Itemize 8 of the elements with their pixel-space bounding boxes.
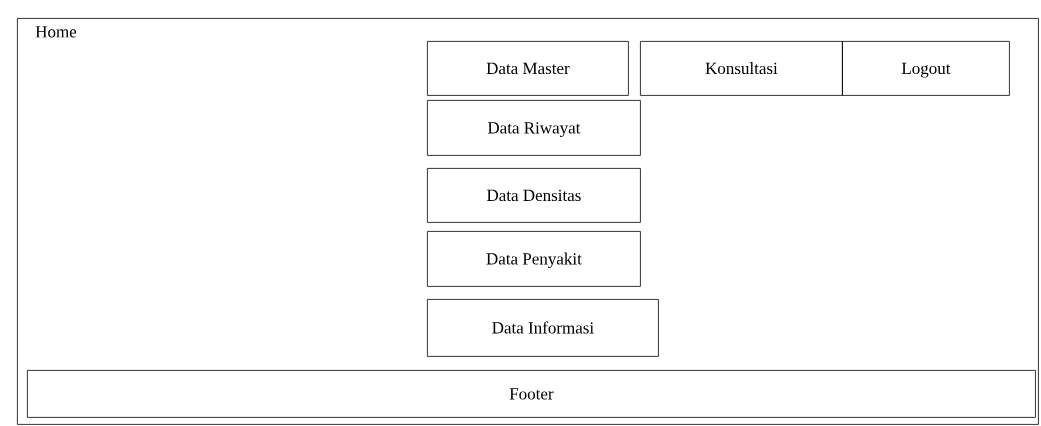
footer-bar: Footer <box>27 370 1036 418</box>
menu-box: Data Master <box>427 41 629 96</box>
menu-box: Data Densitas <box>427 168 641 223</box>
menu-box: Data Informasi <box>427 299 659 357</box>
menu-box: Konsultasi <box>640 41 843 96</box>
menu-box: Logout <box>842 41 1010 96</box>
menu-box: Data Penyakit <box>427 231 641 287</box>
menu-box: Data Riwayat <box>427 100 641 156</box>
